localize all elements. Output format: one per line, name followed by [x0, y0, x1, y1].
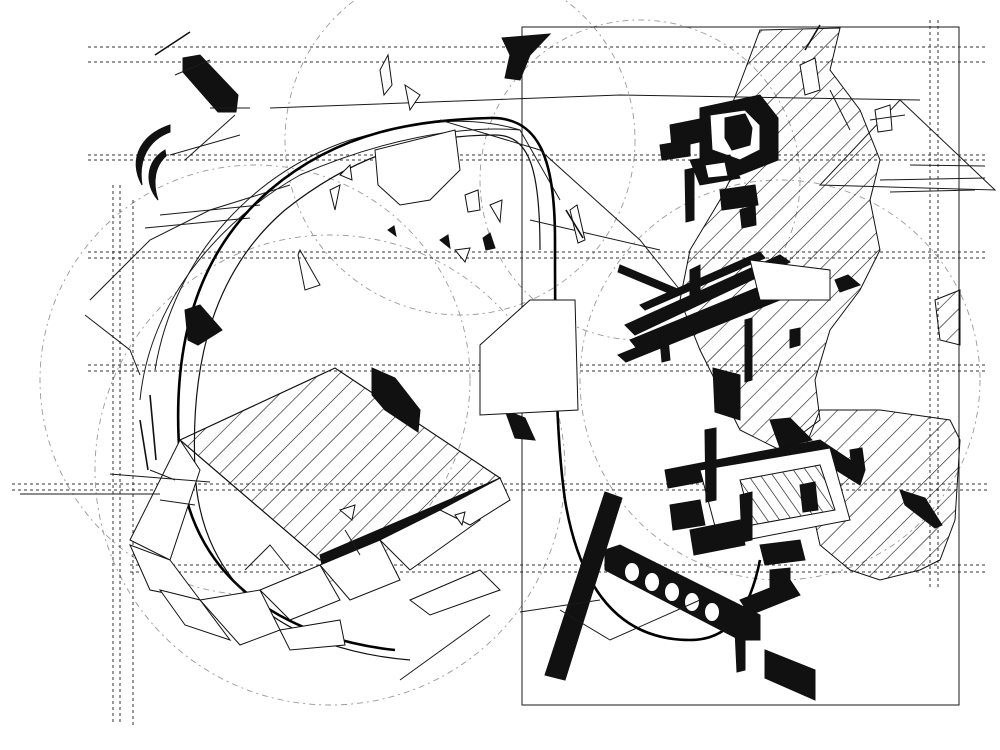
outline-shapes — [297, 119, 681, 416]
perforated-beam — [559, 544, 801, 673]
triangle-outline — [269, 94, 997, 191]
scattered-fragments — [329, 53, 893, 527]
crescent-marks — [135, 124, 171, 201]
secondary-loop-curve — [193, 134, 541, 661]
structure-top — [659, 94, 779, 229]
hatched-roof-block — [129, 367, 511, 651]
structure-middle — [617, 251, 861, 383]
scattered-strokes — [20, 24, 986, 681]
structure-lower — [664, 417, 866, 591]
hatched-fragment-right — [934, 289, 961, 346]
hatched-landmass-top — [679, 27, 881, 451]
